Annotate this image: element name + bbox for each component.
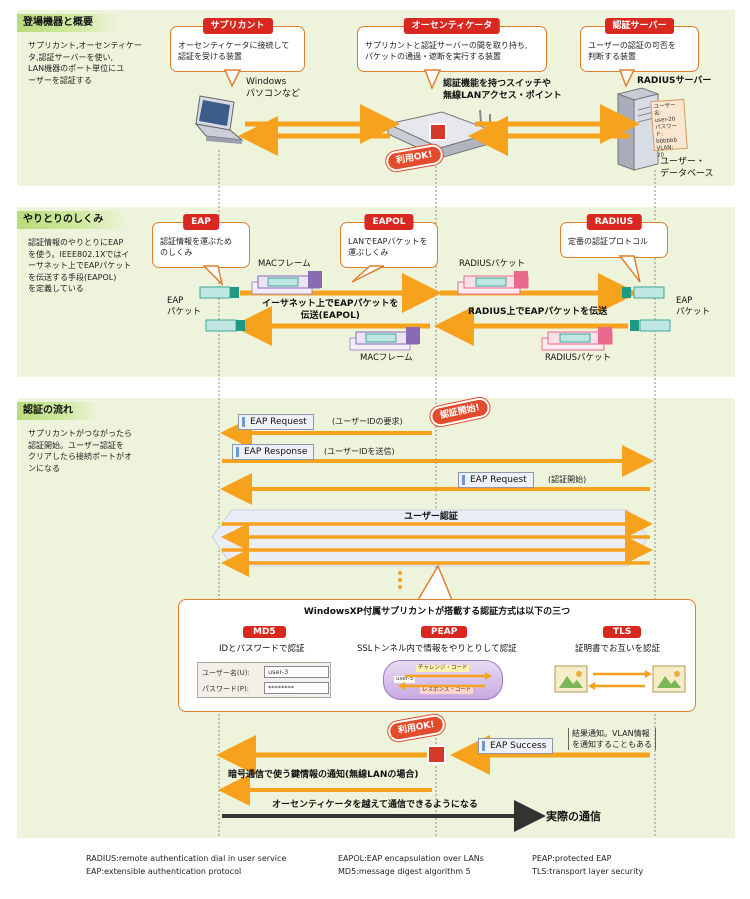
peap-response: レスポンス・コード — [420, 687, 474, 694]
md5-user-label: ユーザー名(U): — [202, 669, 250, 677]
eap-callout: EAP 認証情報を運ぶため のしくみ — [152, 214, 250, 268]
mac-frame-bottom — [349, 327, 420, 351]
radius-tag: RADIUS — [586, 214, 642, 230]
authenticator-text: サプリカントと認証サーバーの間を取り持ち, パケットの通過・遮断を実行する装置 — [365, 41, 528, 61]
authenticator-tag: オーセンティケータ — [403, 18, 501, 34]
md5-login-form: ユーザー名(U): user-3 パスワード(P): ******** — [197, 662, 331, 698]
eap-packet-right-label: EAP パケット — [676, 296, 711, 317]
radius-packet-bottom-label: RADIUSパケット — [545, 353, 612, 363]
msg-eap-success: EAP Success — [478, 738, 554, 754]
methods-box: WindowsXP付属サプリカントが搭載する認証方式は以下の三つ MD5 IDと… — [178, 599, 696, 712]
eap-packet-right-top — [622, 286, 665, 299]
server-text: ユーザーの認証の可否を 判断する装置 — [588, 41, 676, 61]
eapol-text: LANでEAPパケットを 運ぶしくみ — [348, 237, 428, 257]
peap-user: user-3 — [394, 676, 416, 683]
msg-label: EAP Request — [470, 475, 527, 485]
mechanism-graphics — [199, 255, 671, 351]
peap-challenge: チャレンジ・コード — [416, 665, 470, 672]
method-md5-tag: MD5 — [243, 626, 286, 638]
mac-frame-top-label: MACフレーム — [258, 259, 311, 269]
flow-title: 認証の流れ — [17, 402, 99, 420]
footnote-col2: EAPOL:EAP encapsulation over LANs MD5:me… — [338, 854, 484, 876]
method-peap: PEAP SSLトンネル内で情報をやりとりして認証 チャレンジ・コード user… — [355, 626, 530, 706]
msg-label: EAP Success — [490, 741, 547, 751]
eapol-callout: EAPOL LANでEAPパケットを 運ぶしくみ — [340, 214, 438, 268]
server-callout: 認証サーバー ユーザーの認証の可否を 判断する装置 — [580, 18, 699, 72]
laptop-icon — [194, 95, 244, 144]
msg-note-3: (認証開始) — [548, 475, 587, 484]
devices-desc: サプリカント,オーセンティケー タ,認証サーバーを使い, LAN機器のポート単位… — [28, 41, 143, 85]
radius-server-label: RADIUSサーバー — [637, 76, 712, 86]
radius-packet-top-label: RADIUSパケット — [459, 259, 526, 269]
switch-label: 認証機能を持つスイッチや 無線LANアクセス・ポイント — [443, 79, 562, 101]
md5-pass-input[interactable]: ******** — [264, 682, 329, 694]
eap-tag: EAP — [183, 214, 219, 230]
eap-text: 認証情報を運ぶため のしくみ — [160, 237, 232, 257]
md5-user-input[interactable]: user-3 — [264, 666, 329, 678]
msg-eap-response: EAP Response — [232, 444, 315, 460]
authenticator-callout: オーセンティケータ サプリカントと認証サーバーの間を取り持ち, パケットの通過・… — [357, 18, 547, 72]
eap-packet-left-top — [199, 286, 239, 299]
msg-eap-request-1: EAP Request — [238, 414, 314, 430]
method-md5-desc: IDとパスワードで認証 — [219, 644, 305, 654]
radius-callout: RADIUS 定番の認証プロトコル — [560, 214, 668, 258]
footnote-col3: PEAP:protected EAP TLS:transport layer s… — [532, 854, 644, 876]
ethernet-transfer-label: イーサネット上でEAPパケットを 伝送(EAPOL) — [262, 299, 399, 321]
mechanism-desc: 認証情報のやりとりにEAP を使う。IEEE802.1Xではイ ーサネット上でE… — [28, 238, 132, 293]
server-tag: 認証サーバー — [604, 18, 675, 34]
eap-packet-left-bottom — [205, 319, 245, 332]
md5-pass-label: パスワード(P): — [202, 685, 250, 693]
method-peap-tag: PEAP — [421, 626, 468, 638]
user-db-label: ユーザー・ データベース — [660, 157, 714, 179]
supplicant-text: オーセンティケータに接続して 認証を受ける装置 — [178, 41, 290, 61]
success-note: 結果通知。VLAN情報 を通知することもある — [568, 728, 656, 750]
through-label: オーセンティケータを越えて通信できるようになる — [272, 800, 478, 810]
devices-title: 登場機器と概要 — [17, 14, 119, 32]
pc-label: Windows パソコンなど — [246, 77, 301, 99]
user-auth-label: ユーザー認証 — [404, 512, 458, 522]
eapol-tag: EAPOL — [364, 214, 414, 230]
certificate-icons — [554, 665, 686, 693]
mechanism-title: やりとりのしくみ — [17, 211, 130, 229]
key-notice-label: 暗号通信で使う鍵情報の通知(無線LANの場合) — [228, 770, 419, 780]
callout-pointers-1 — [223, 69, 636, 90]
actual-communication-label: 実際の通信 — [546, 810, 601, 823]
device-arrows — [238, 104, 640, 156]
msg-label: EAP Request — [250, 417, 307, 427]
supplicant-tag: サプリカント — [202, 18, 273, 34]
msg-note-2: (ユーザーIDを送信) — [324, 447, 395, 456]
method-tls-desc: 証明書でお互いを認証 — [575, 644, 661, 654]
footnote-col1: RADIUS:remote authentication dial in use… — [86, 854, 287, 876]
peap-arrows — [398, 672, 492, 690]
eap-packet-left-label: EAP パケット — [167, 296, 202, 317]
radius-transfer-label: RADIUS上でEAPパケットを伝送 — [468, 307, 608, 317]
msg-eap-request-2: EAP Request — [458, 472, 534, 488]
msg-note-1: (ユーザーIDの要求) — [332, 417, 403, 426]
eap-packet-right-bottom — [630, 319, 671, 332]
mac-frame-bottom-label: MACフレーム — [360, 353, 413, 363]
ssl-tunnel: チャレンジ・コード user-3 レスポンス・コード — [383, 660, 503, 700]
method-tls: TLS 証明書でお互いを認証 — [549, 626, 689, 706]
methods-title: WindowsXP付属サプリカントが搭載する認証方式は以下の三つ — [303, 607, 571, 617]
radius-packet-top — [457, 271, 529, 295]
msg-label: EAP Response — [244, 447, 308, 457]
mac-frame-top — [251, 271, 322, 295]
flow-desc: サプリカントがつながったら 認証開始。ユーザー認証を クリアしたら接続ポートがオ… — [28, 429, 132, 473]
method-peap-desc: SSLトンネル内で情報をやりとりして認証 — [357, 644, 517, 654]
radius-packet-bottom — [541, 327, 613, 351]
method-md5: MD5 IDとパスワードで認証 ユーザー名(U): user-3 パスワード(P… — [191, 626, 341, 706]
radius-text: 定番の認証プロトコル — [568, 237, 648, 246]
method-tls-tag: TLS — [603, 626, 642, 638]
